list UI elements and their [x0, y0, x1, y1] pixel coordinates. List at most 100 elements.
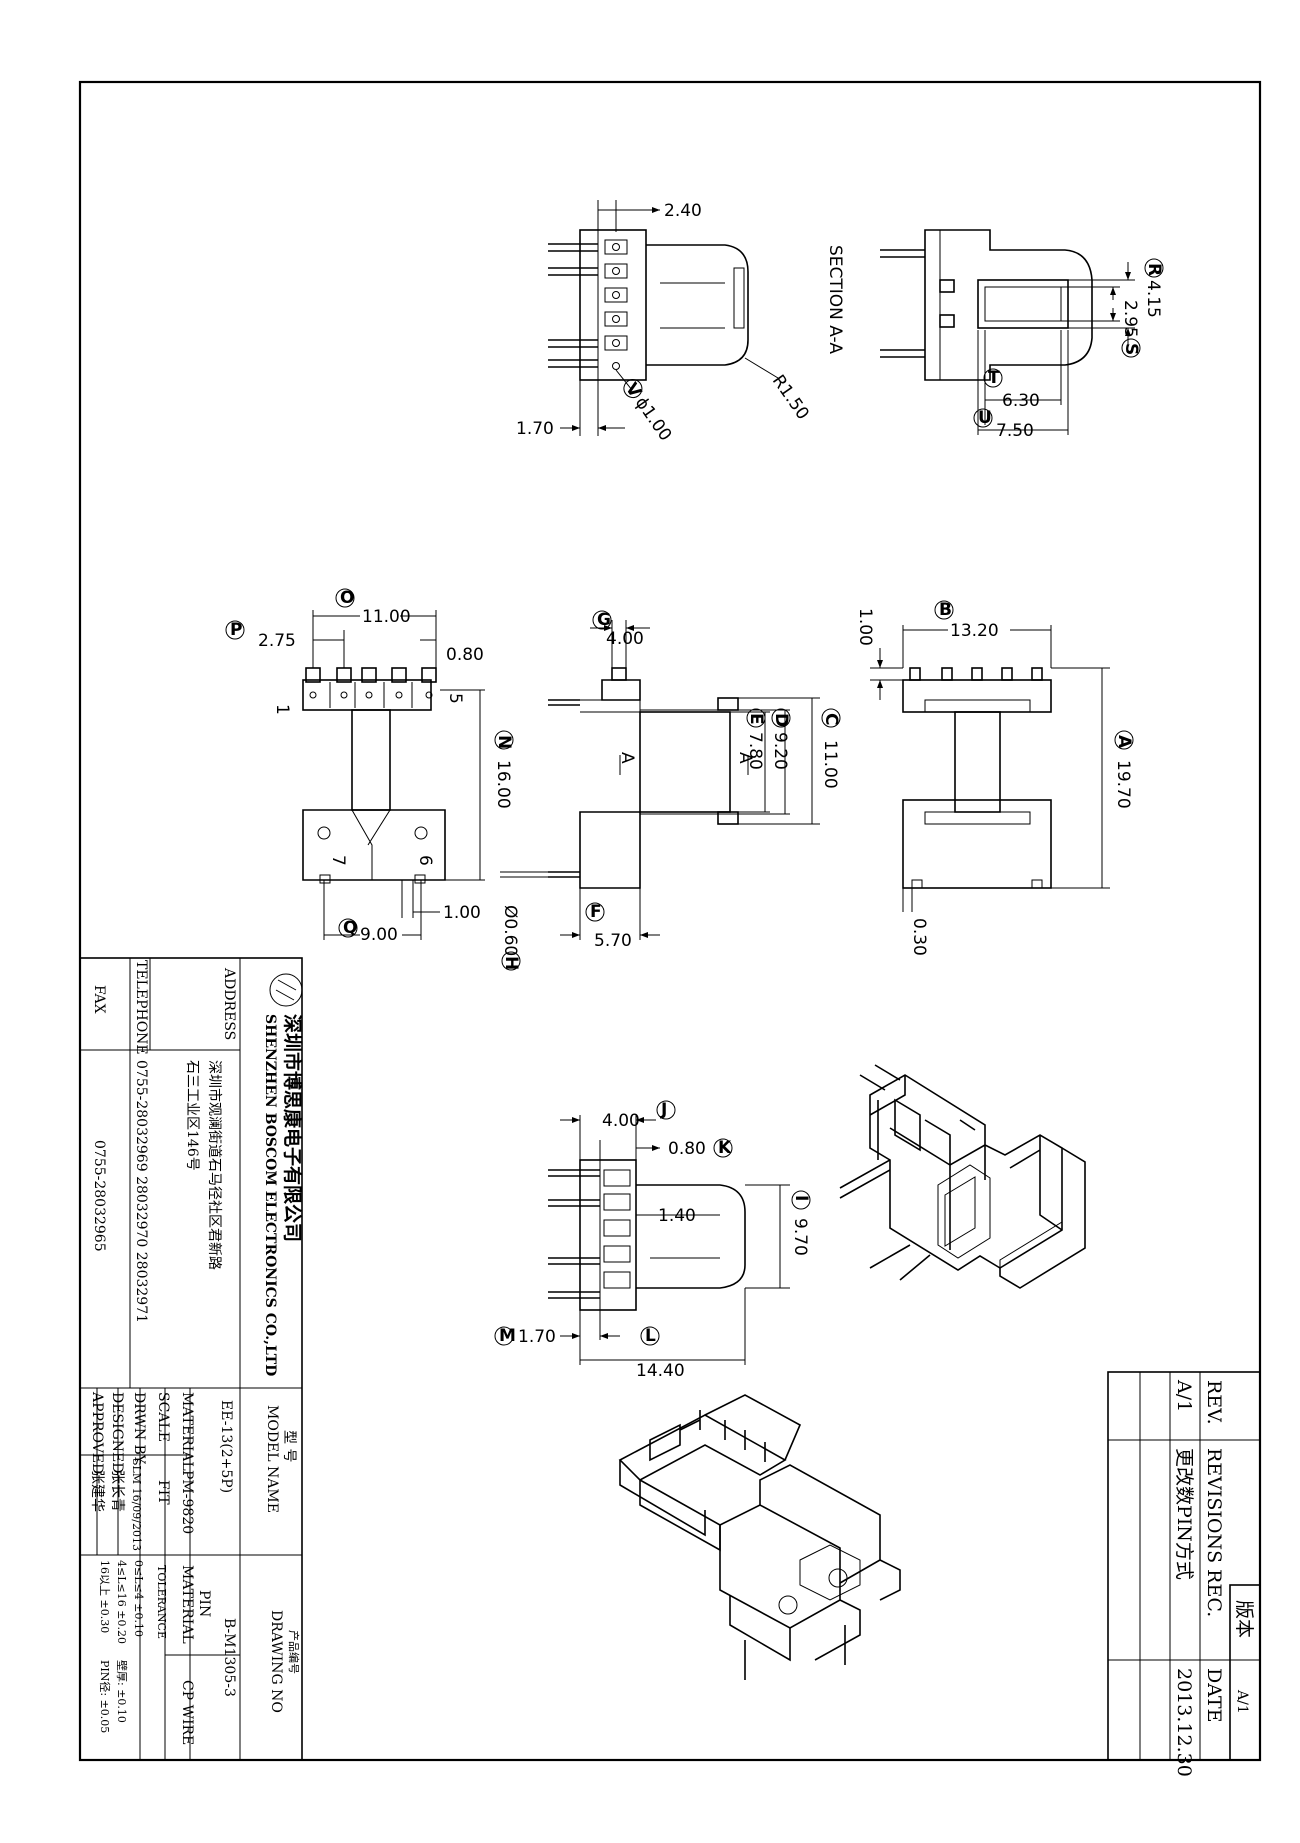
rev-label: REV. — [1203, 1380, 1225, 1425]
front-view: 1.00 B 13.20 A 19.70 0.30 — [855, 600, 1134, 956]
drawing-no-value: B-M1305-3 — [221, 1618, 237, 1697]
dim-1.70: 1.70 — [516, 419, 554, 439]
designed-label: DESIGNED — [109, 1392, 125, 1473]
svg-text:S: S — [1121, 343, 1141, 355]
dim-11.00-left: 11.00 — [362, 607, 411, 627]
dim-1.70-bot: 1.70 — [518, 1327, 556, 1347]
dim-4.15: 4.15 — [1143, 280, 1163, 318]
fax-value: 0755-28032965 — [91, 1140, 107, 1252]
dim-R1.50: R1.50 — [768, 371, 813, 423]
dim-11.00-mid: 11.00 — [820, 740, 840, 789]
model-label-cn: 型 号 — [281, 1430, 297, 1462]
rev-entry: A/1 — [1173, 1379, 1195, 1412]
drawing-label-cn: 产品编号 — [287, 1630, 301, 1674]
dim-phi1.00: ϕ1.00 — [631, 393, 676, 445]
isometric-view-lower — [618, 1394, 901, 1680]
pin-material-label: MATERIAL — [179, 1565, 195, 1644]
section-arrow-right: A — [735, 752, 755, 764]
dim-0.60: Ø0.60 — [500, 905, 520, 956]
rev-records-label: REVISIONS REC. — [1203, 1448, 1225, 1617]
drawn-value: SLM 16/09/2013 — [130, 1458, 143, 1551]
dim-0.80-bot: 0.80 — [668, 1139, 706, 1159]
dim-1.00-left: 1.00 — [443, 903, 481, 923]
pin-tolerance: PIN径: ±0.05 — [98, 1660, 111, 1733]
svg-text:A: A — [1114, 735, 1134, 749]
company-name-en: SHENZHEN BOSCOM ELECTRONICS CO.,LTD — [262, 1014, 278, 1376]
bottom-view: J 4.00 0.80 K 1.40 I 9.70 M 1.70 L 14.40 — [494, 1100, 811, 1381]
pin-1-label: 1 — [272, 704, 292, 715]
svg-text:Q: Q — [343, 918, 357, 938]
address-line1: 深圳市观澜街道石马径社区君新路 — [206, 1060, 223, 1270]
pin-side-view: 1 5 6 7 O 11.00 P 2.75 0.80 — [225, 588, 514, 945]
svg-text:U: U — [978, 408, 992, 428]
company-name-cn: 深圳市博思康电子有限公司 — [281, 1014, 304, 1242]
telephone-label: TELEPHONE — [133, 960, 149, 1055]
svg-text:R: R — [1144, 263, 1164, 276]
isometric-view-upper — [839, 1064, 1086, 1289]
pin-material-value: CP WIRE — [179, 1680, 195, 1745]
sheet-border — [78, 80, 1262, 1762]
dim-9.70: 9.70 — [790, 1218, 810, 1256]
approved-label: APPROVED — [89, 1391, 105, 1474]
pin-7-label: 7 — [328, 855, 348, 866]
tolerance-label: TOLERANCE — [155, 1565, 168, 1639]
svg-text:G: G — [597, 610, 611, 630]
revision-block: 版本 A/1 REV. REVISIONS REC. DATE A/1 更改数P… — [1107, 1371, 1261, 1777]
dim-9.20: 9.20 — [770, 732, 790, 770]
dim-2.40: 2.40 — [664, 201, 702, 221]
drawing-label-en: DRAWING NO — [268, 1610, 284, 1713]
dim-7.80: 7.80 — [745, 732, 765, 770]
dim-0.30: 0.30 — [909, 918, 929, 956]
dim-4.00-mid: 4.00 — [606, 629, 644, 649]
dim-14.40: 14.40 — [636, 1361, 685, 1381]
dim-6.30: 6.30 — [1002, 391, 1040, 411]
telephone-value: 0755-28032969 28032970 28032971 — [133, 1060, 149, 1323]
svg-text:C: C — [821, 713, 841, 725]
drawn-label: DRWN BY — [131, 1392, 147, 1465]
top-view: 2.40 1.70 V ϕ1.00 R1.50 — [516, 200, 813, 445]
tolerance-2: 4≤L≤16 ±0.20 — [115, 1560, 128, 1644]
version-value: A/1 — [1234, 1689, 1250, 1714]
svg-text:P: P — [230, 620, 242, 640]
pin-label: PIN — [196, 1590, 212, 1617]
svg-text:K: K — [718, 1138, 732, 1158]
rev-entry-date: 2013.12.30 — [1173, 1668, 1195, 1777]
svg-text:L: L — [645, 1326, 656, 1346]
designed-value: 张长青 — [109, 1470, 125, 1512]
model-label-en: MODEL NAME — [264, 1405, 280, 1513]
pin-5-label: 5 — [445, 693, 465, 704]
section-label: SECTION A-A — [825, 245, 845, 354]
svg-text:B: B — [939, 600, 952, 620]
svg-text:F: F — [590, 902, 602, 922]
svg-text:I: I — [791, 1195, 811, 1201]
svg-text:T: T — [988, 368, 1000, 388]
svg-text:N: N — [494, 735, 514, 749]
pin-6-label: 6 — [415, 855, 435, 866]
date-label: DATE — [1203, 1668, 1225, 1722]
side-view: A A G 4.00 D 9.20 E 7.80 C 11.00 Ø0.60 H… — [500, 610, 841, 971]
material-value: PM-9820 — [179, 1470, 195, 1534]
version-label-cn: 版本 — [1233, 1600, 1255, 1638]
dim-1.40: 1.40 — [658, 1206, 696, 1226]
section-view: SECTION A-A — [825, 229, 1164, 441]
wall-tolerance: 壁厚: ±0.10 — [115, 1660, 129, 1723]
address-label: ADDRESS — [221, 967, 237, 1040]
dim-4.00-bot: 4.00 — [602, 1111, 640, 1131]
tolerance-1: 0≤L≤4 ±0.10 — [132, 1560, 145, 1637]
dim-1.00-right: 1.00 — [855, 608, 875, 646]
dim-19.70: 19.70 — [1113, 760, 1133, 809]
dim-0.80-left: 0.80 — [446, 645, 484, 665]
scale-value: FIT — [155, 1480, 171, 1505]
svg-text:O: O — [340, 588, 354, 608]
address-line2: 石三工业区146号 — [184, 1060, 200, 1171]
dim-2.95: 2.95 — [1120, 300, 1140, 338]
dim-13.20: 13.20 — [950, 621, 999, 641]
scale-label: SCALE — [155, 1392, 171, 1442]
model-value: EE-13(2+5P) — [218, 1400, 234, 1493]
svg-text:M: M — [499, 1326, 516, 1346]
rev-entry-text: 更改数PIN方式 — [1173, 1448, 1195, 1580]
dim-16.00: 16.00 — [493, 760, 513, 809]
svg-text:E: E — [746, 713, 766, 725]
fax-label: FAX — [91, 985, 107, 1014]
